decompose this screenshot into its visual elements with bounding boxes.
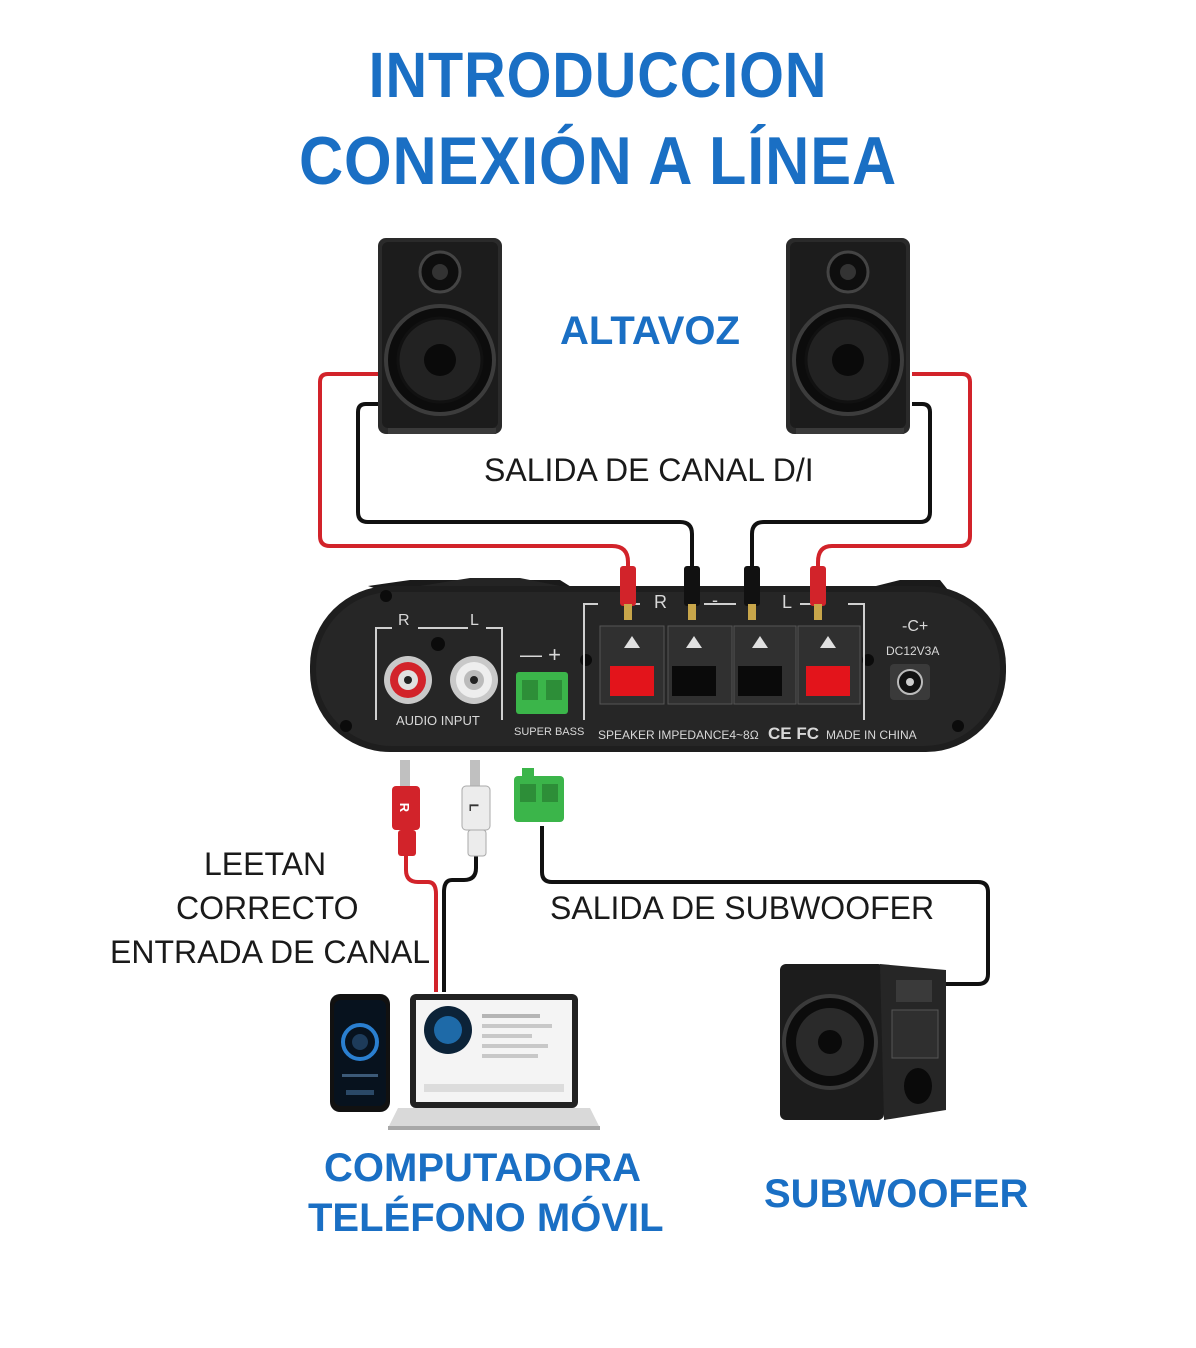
title-line-1: INTRODUCCION <box>368 39 828 111</box>
input-note-line-2: CORRECTO <box>176 890 359 926</box>
left-black-wire <box>356 402 694 572</box>
amp-dc-symbol: -C+ <box>902 618 929 635</box>
sub-output-label: SALIDA DE SUBWOOFER <box>550 890 935 926</box>
amp-rca-l-label: L <box>470 612 479 629</box>
amp-made-in-label: MADE IN CHINA <box>826 728 917 742</box>
amp-dc-rating-label: DC12V3A <box>886 644 940 658</box>
left-red-wire <box>318 372 630 580</box>
right-red-wire <box>816 372 972 580</box>
subwoofer-cable <box>540 826 990 986</box>
green-terminal-plug <box>514 768 564 822</box>
amp-audio-input-label: AUDIO INPUT <box>396 713 480 728</box>
banana-plug-red-right <box>810 566 826 620</box>
rca-plug-white <box>461 760 491 857</box>
banana-plug-black-right <box>744 566 760 620</box>
title-line-2: CONEXIÓN A LÍNEA <box>298 123 898 199</box>
amplifier-body <box>310 578 1006 752</box>
amp-cert-label: CE FC <box>768 724 819 743</box>
banana-plug-black-left <box>684 566 700 620</box>
mobile-phone <box>330 994 390 1112</box>
subwoofer-unit <box>780 964 946 1120</box>
amp-impedance-label: SPEAKER IMPEDANCE4~8Ω <box>598 728 759 742</box>
rca-black-cable <box>442 856 478 992</box>
amp-speaker-r-label: R <box>654 592 667 612</box>
rca-plug-red-letter: R <box>397 802 413 813</box>
amp-speaker-minus-label: - <box>712 590 718 610</box>
right-speaker <box>786 238 910 434</box>
source-label-line-1: COMPUTADORA <box>324 1146 642 1190</box>
source-label-line-2: TELÉFONO MÓVIL <box>308 1196 664 1240</box>
rca-plug-red <box>392 760 420 856</box>
left-speaker <box>378 238 502 434</box>
amp-bass-polarity-label: — + <box>520 642 561 667</box>
speakers-label: ALTAVOZ <box>560 309 740 353</box>
right-black-wire <box>750 402 932 572</box>
laptop <box>388 994 600 1130</box>
amp-super-bass-label: SUPER BASS <box>514 726 585 738</box>
rca-red-cable <box>404 856 438 992</box>
rca-plug-white-letter: L <box>466 803 482 812</box>
amp-rca-r-label: R <box>398 612 410 629</box>
input-note-line-1: LEETAN <box>204 846 327 882</box>
channel-output-label: SALIDA DE CANAL D/I <box>484 452 814 488</box>
banana-plug-red-left <box>620 566 636 620</box>
amp-speaker-l-label: L <box>782 592 793 612</box>
input-note-line-3: ENTRADA DE CANAL <box>110 934 431 970</box>
subwoofer-label: SUBWOOFER <box>764 1172 1029 1216</box>
